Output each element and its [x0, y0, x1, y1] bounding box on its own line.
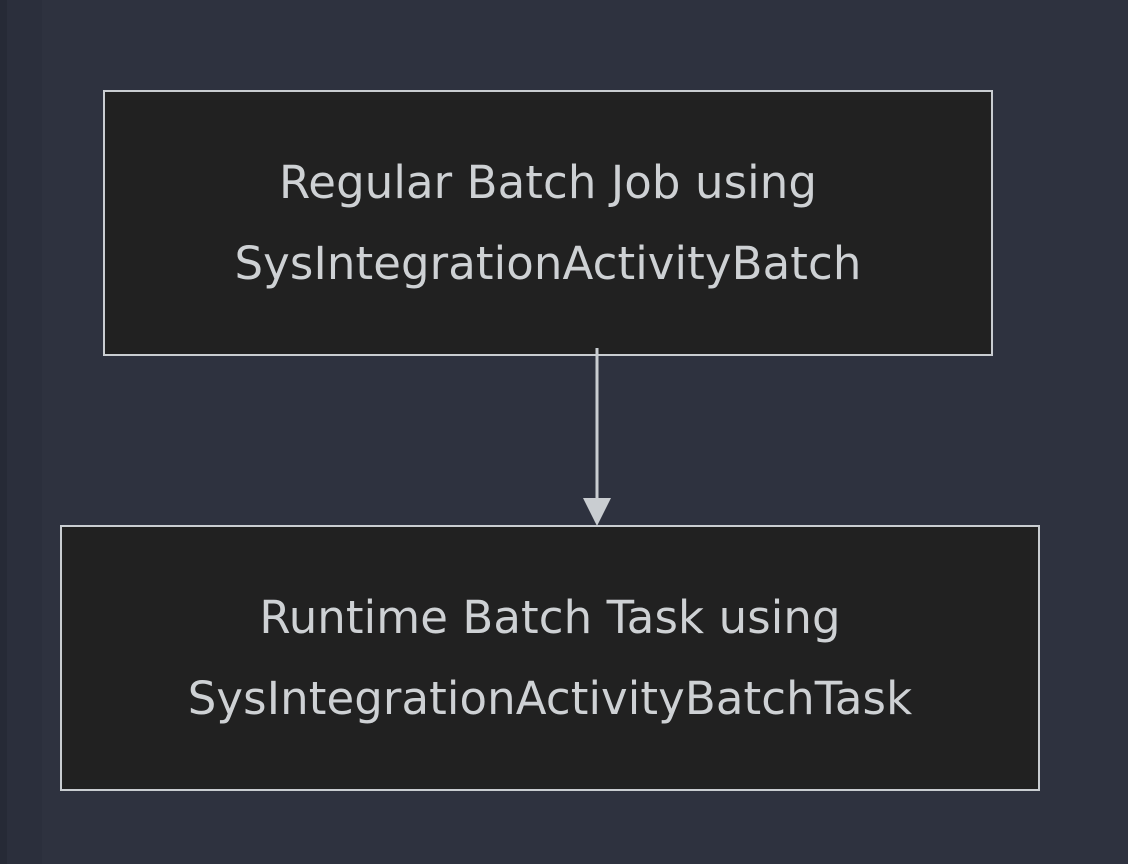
node-label-line-2: SysIntegrationActivityBatchTask [187, 672, 913, 725]
diagram-node-runtime-batch-task[interactable]: Runtime Batch Task using SysIntegrationA… [60, 525, 1040, 791]
connector-arrow-regular-to-runtime [583, 348, 611, 526]
window-edge-strip [0, 0, 7, 864]
node-label-line-2: SysIntegrationActivityBatch [234, 237, 862, 290]
diagram-node-regular-batch-job[interactable]: Regular Batch Job using SysIntegrationAc… [103, 90, 993, 356]
node-label-line-1: Regular Batch Job using [278, 156, 818, 209]
node-label-line-1: Runtime Batch Task using [259, 591, 841, 644]
arrowhead-icon [583, 498, 611, 526]
window-gutter-strip [7, 0, 42, 864]
diagram-canvas: Regular Batch Job using SysIntegrationAc… [42, 0, 1128, 864]
